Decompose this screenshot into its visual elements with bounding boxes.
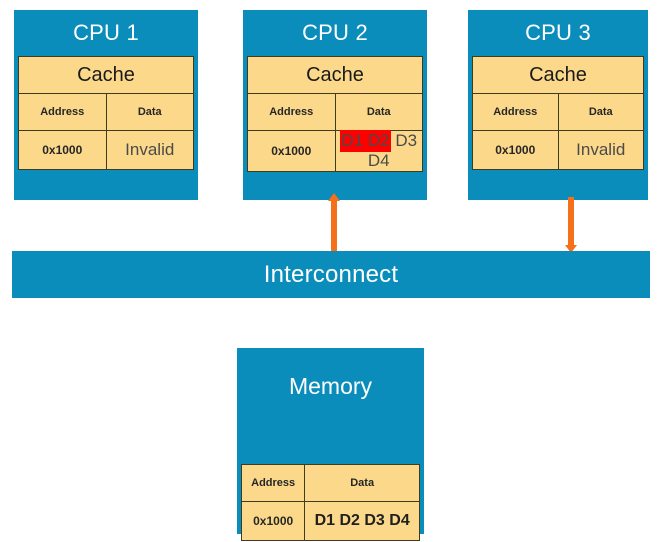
cpu2-data-rest: D3 D4 — [367, 131, 418, 170]
cpu3-data-value: Invalid — [557, 130, 644, 170]
cpu1-data-value: Invalid — [105, 130, 194, 170]
cpu2-data-highlight: D1 D2 — [340, 130, 391, 152]
table-row: 0x1000 Invalid — [472, 130, 644, 170]
cpu2-col-data: Data — [334, 93, 423, 131]
table-row: Address Data — [247, 93, 423, 131]
cpu1-cache-table: Cache Address Data 0x1000 Invalid — [18, 56, 194, 170]
table-row: 0x1000 D1 D2 D3 D4 — [240, 501, 420, 541]
cpu1-title: CPU 1 — [73, 20, 139, 45]
cpu2-data-value: D1 D2 D3 D4 — [334, 130, 423, 172]
table-row: Address Data — [240, 464, 420, 502]
memory-col-address: Address — [240, 464, 306, 502]
cpu1-col-data: Data — [105, 93, 194, 131]
interconnect-bar: Interconnect — [12, 251, 650, 298]
cpu3-address-value: 0x1000 — [472, 130, 559, 170]
table-row: Cache — [472, 56, 644, 94]
cpu3-cache-label: Cache — [472, 56, 644, 94]
memory-address-value: 0x1000 — [240, 501, 306, 541]
cpu3-col-address: Address — [472, 93, 559, 131]
cpu-block-cpu1: CPU 1 Cache Address Data 0x1000 Invalid — [14, 10, 198, 200]
interconnect-label: Interconnect — [263, 260, 399, 288]
cpu1-cache-label: Cache — [18, 56, 194, 94]
connector-line-cpu3 — [568, 197, 574, 249]
cpu2-title: CPU 2 — [302, 20, 368, 45]
cpu3-cache-table: Cache Address Data 0x1000 Invalid — [472, 56, 644, 170]
cpu3-title: CPU 3 — [525, 20, 591, 45]
cpu1-col-address: Address — [18, 93, 107, 131]
cpu-block-cpu2: CPU 2 Cache Address Data 0x1000 D1 D2 D3… — [243, 10, 427, 200]
memory-table: Address Data 0x1000 D1 D2 D3 D4 — [240, 464, 420, 541]
cpu-block-cpu3: CPU 3 Cache Address Data 0x1000 Invalid — [468, 10, 648, 200]
cpu3-col-data: Data — [557, 93, 644, 131]
memory-title: Memory — [288, 373, 373, 399]
memory-spacer — [237, 424, 424, 464]
cpu2-cache-table: Cache Address Data 0x1000 D1 D2 D3 D4 — [247, 56, 423, 172]
cpu2-col-address: Address — [247, 93, 336, 131]
table-row: Address Data — [18, 93, 194, 131]
cpu1-address-value: 0x1000 — [18, 130, 107, 170]
memory-col-data: Data — [304, 464, 420, 502]
memory-data-value: D1 D2 D3 D4 — [304, 501, 420, 541]
table-row: Address Data — [472, 93, 644, 131]
arrow-down-icon — [565, 245, 577, 253]
connector-line-cpu2 — [331, 197, 337, 252]
table-row: Cache — [18, 56, 194, 94]
cpu2-cache-label: Cache — [247, 56, 423, 94]
table-row: Cache — [247, 56, 423, 94]
table-row: 0x1000 D1 D2 D3 D4 — [247, 130, 423, 172]
cpu2-address-value: 0x1000 — [247, 130, 336, 172]
table-row: 0x1000 Invalid — [18, 130, 194, 170]
memory-block: Memory Address Data 0x1000 D1 D2 D3 D4 — [237, 348, 424, 541]
arrow-up-icon — [328, 193, 340, 201]
